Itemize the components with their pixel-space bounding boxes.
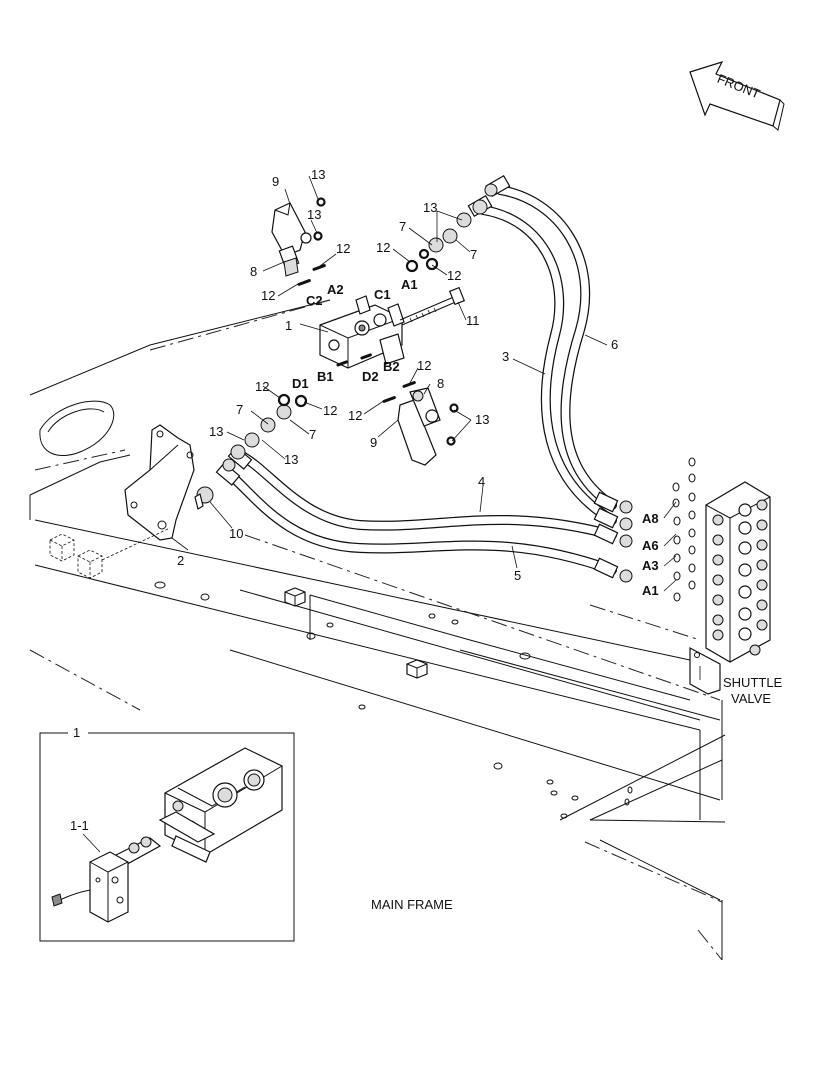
callout-13-c: 13 xyxy=(423,200,437,215)
callout-3: 3 xyxy=(502,349,509,364)
callout-13-b: 13 xyxy=(307,207,321,222)
port-a1-shuttle: A1 xyxy=(642,583,659,598)
callout-12-d: 12 xyxy=(447,268,461,283)
callout-8-top: 8 xyxy=(250,264,257,279)
leader-lines xyxy=(171,175,701,680)
callout-numbers: 9 13 13 8 12 12 1 13 7 7 12 12 11 3 6 12… xyxy=(177,167,618,583)
callout-6: 6 xyxy=(611,337,618,352)
elbow-fitting-top xyxy=(271,202,312,277)
callout-12-f: 12 xyxy=(323,403,337,418)
shuttle-valve-label-line1: SHUTTLE xyxy=(723,675,783,690)
inset-detail: 1 1-1 xyxy=(39,725,295,942)
callout-12-b: 12 xyxy=(336,241,350,256)
port-a2: A2 xyxy=(327,282,344,297)
callout-12-a: 12 xyxy=(261,288,275,303)
callout-7-c: 7 xyxy=(236,402,243,417)
port-a8: A8 xyxy=(642,511,659,526)
callout-7-a: 7 xyxy=(399,219,406,234)
callout-12-c: 12 xyxy=(376,240,390,255)
callout-11: 11 xyxy=(466,313,480,328)
port-c1: C1 xyxy=(374,287,391,302)
main-frame-outline xyxy=(29,299,726,960)
shuttle-valve-label-line2: VALVE xyxy=(731,691,771,706)
callout-13-f: 13 xyxy=(475,412,489,427)
callout-1: 1 xyxy=(285,318,292,333)
callout-12-g: 12 xyxy=(348,408,362,423)
callout-12-h: 12 xyxy=(417,358,431,373)
bolt-10 xyxy=(194,486,214,510)
o-rings xyxy=(277,197,459,446)
callout-9-top: 9 xyxy=(272,174,279,189)
callout-5: 5 xyxy=(514,568,521,583)
mounting-bracket-2 xyxy=(124,424,195,541)
callout-7-b: 7 xyxy=(470,247,477,262)
port-labels: A2 C2 C1 A1 B1 D1 D2 B2 A8 A6 A3 A1 xyxy=(292,277,659,598)
port-a6: A6 xyxy=(642,538,659,553)
port-a3: A3 xyxy=(642,558,659,573)
inset-part-label: 1-1 xyxy=(70,818,89,833)
callout-13-d: 13 xyxy=(209,424,223,439)
callout-4: 4 xyxy=(478,474,485,489)
callout-12-e: 12 xyxy=(255,379,269,394)
callout-9-bottom: 9 xyxy=(370,435,377,450)
port-b2: B2 xyxy=(383,359,400,374)
callout-2: 2 xyxy=(177,553,184,568)
reference-cubes xyxy=(49,527,171,579)
port-a1-valve: A1 xyxy=(401,277,418,292)
shuttle-valve-assembly xyxy=(672,457,771,695)
port-b1: B1 xyxy=(317,369,334,384)
control-valve-body xyxy=(319,295,405,369)
center-lines xyxy=(29,299,723,961)
callout-13-a: 13 xyxy=(311,167,325,182)
bolt-11 xyxy=(399,286,466,326)
port-d2: D2 xyxy=(362,369,379,384)
front-direction-arrow: FRONT xyxy=(689,61,785,131)
port-c2: C2 xyxy=(306,293,323,308)
callout-8-bottom: 8 xyxy=(437,376,444,391)
callout-10: 10 xyxy=(229,526,243,541)
adapter-fittings xyxy=(222,183,498,472)
elbow-fitting-bottom xyxy=(397,387,441,466)
inset-number-label: 1 xyxy=(73,725,80,740)
callout-7-d: 7 xyxy=(309,427,316,442)
main-frame-label: MAIN FRAME xyxy=(371,897,453,912)
port-d1: D1 xyxy=(292,376,309,391)
callout-13-e: 13 xyxy=(284,452,298,467)
